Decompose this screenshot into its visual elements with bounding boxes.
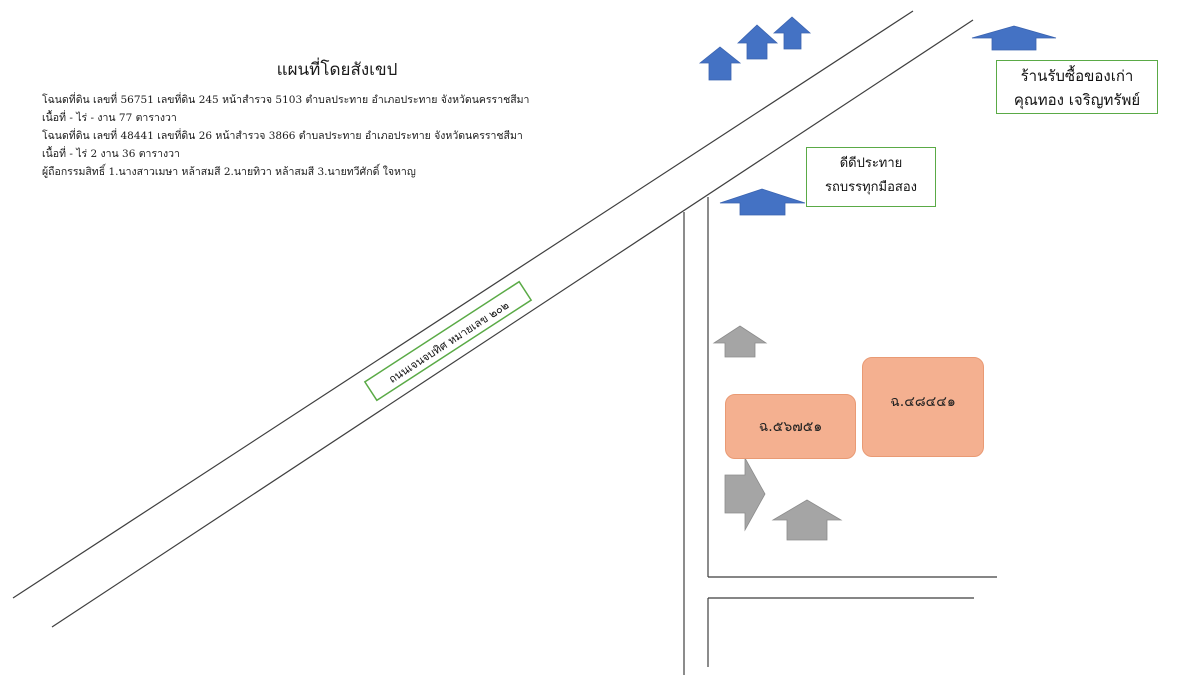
landmark-dealer-label: ดีดีประทาย รถบรรทุกมือสอง bbox=[806, 147, 936, 207]
parcel-56751-label: ฉ.๕๖๗๕๑ bbox=[758, 418, 823, 435]
parcel-48441-label: ฉ.๔๘๔๔๑ bbox=[890, 394, 956, 410]
landmark-up-arrow-1 bbox=[698, 46, 742, 81]
parcel-right-arrow bbox=[724, 456, 766, 532]
landmark-up-arrow-2 bbox=[736, 24, 779, 60]
parcel-up-arrow-1 bbox=[712, 325, 768, 358]
road-label: ถนนเจนจบทิศ หมายเลข ๒๐๒ bbox=[363, 280, 533, 402]
main-road-edge-upper bbox=[12, 10, 914, 599]
landmark-shop-owner: คุณทอง เจริญทรัพย์ bbox=[1013, 91, 1141, 109]
parcel-48441: ฉ.๔๘๔๔๑ bbox=[862, 357, 984, 457]
landmark-dealer-desc: รถบรรทุกมือสอง bbox=[825, 180, 917, 195]
landmark-dealer-name: ดีดีประทาย bbox=[839, 156, 903, 171]
deed-1-area-line: เนื้อที่ - ไร่ - งาน 77 ตารางวา bbox=[42, 112, 177, 124]
owners-line: ผู้ถือกรรมสิทธิ์ 1.นางสาวเมษา หล้าสมสี 2… bbox=[42, 166, 416, 178]
map-info: แผนที่โดยสังเขป โฉนดที่ดิน เลขที่ 56751 … bbox=[42, 56, 602, 181]
parcel-up-arrow-2 bbox=[771, 499, 843, 541]
landmark-shop-label: ร้านรับซื้อของเก่า คุณทอง เจริญทรัพย์ bbox=[996, 60, 1158, 114]
deed-2-line: โฉนดที่ดิน เลขที่ 48441 เลขที่ดิน 26 หน้… bbox=[42, 130, 523, 142]
main-road-edge-lower bbox=[51, 19, 974, 628]
deed-1-line: โฉนดที่ดิน เลขที่ 56751 เลขที่ดิน 245 หน… bbox=[42, 94, 530, 106]
deed-2-area-line: เนื้อที่ - ไร่ 2 งาน 36 ตารางวา bbox=[42, 148, 180, 160]
landmark-up-arrow-5 bbox=[719, 188, 806, 216]
landmark-shop-name: ร้านรับซื้อของเก่า bbox=[1020, 67, 1134, 85]
landmark-up-arrow-3 bbox=[772, 16, 812, 50]
landmark-up-arrow-4 bbox=[971, 25, 1057, 51]
road-label-box bbox=[363, 280, 533, 402]
map-title: แผนที่โดยสังเขป bbox=[276, 60, 398, 80]
parcel-56751: ฉ.๕๖๗๕๑ bbox=[725, 394, 856, 459]
